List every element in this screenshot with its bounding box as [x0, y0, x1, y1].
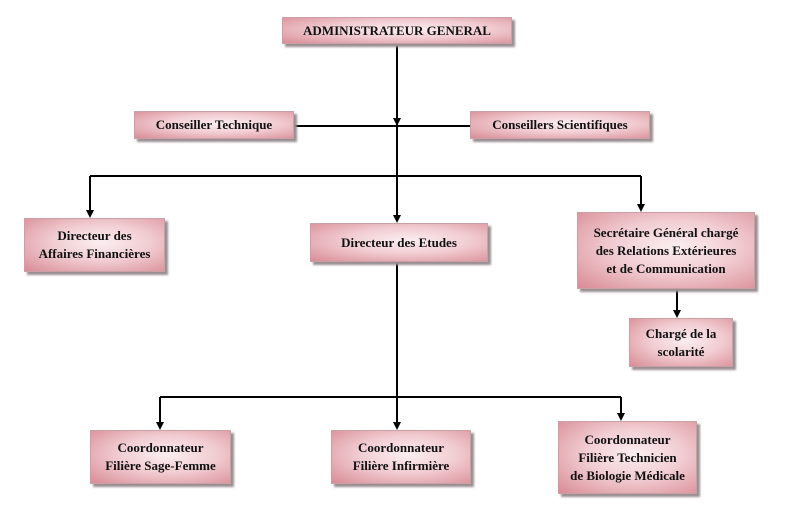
- node-label: Directeur des Affaires Financières: [38, 228, 151, 261]
- node-administrateur-general: ADMINISTRATEUR GENERAL: [282, 17, 512, 44]
- node-coordonnateur-infirmiere: Coordonnateur Filière Infirmière: [331, 430, 471, 484]
- node-directeur-affaires-financieres: Directeur des Affaires Financières: [24, 218, 165, 272]
- node-coordonnateur-sage-femme: Coordonnateur Filière Sage-Femme: [90, 430, 231, 484]
- node-label: ADMINISTRATEUR GENERAL: [303, 22, 491, 38]
- node-secretaire-general: Secrétaire Général chargé des Relations …: [577, 212, 755, 289]
- node-label: Conseiller Technique: [155, 117, 273, 132]
- node-label: Directeur des Etudes: [341, 234, 457, 250]
- node-directeur-etudes: Directeur des Etudes: [310, 223, 488, 262]
- node-charge-scolarite: Chargé de la scolarité: [629, 318, 733, 367]
- arrowheads: [86, 118, 681, 430]
- node-label: Secrétaire Général chargé des Relations …: [593, 224, 739, 276]
- node-coordonnateur-biologie-medicale: Coordonnateur Filière Technicien de Biol…: [558, 421, 697, 494]
- node-conseiller-technique: Conseiller Technique: [134, 111, 294, 139]
- node-label: Chargé de la scolarité: [645, 325, 717, 359]
- node-label: Coordonnateur Filière Sage-Femme: [105, 440, 216, 473]
- node-conseillers-scientifiques: Conseillers Scientifiques: [470, 111, 650, 139]
- node-label: Coordonnateur Filière Infirmière: [352, 440, 450, 473]
- node-label: Coordonnateur Filière Technicien de Biol…: [570, 431, 685, 483]
- node-label: Conseillers Scientifiques: [492, 117, 628, 132]
